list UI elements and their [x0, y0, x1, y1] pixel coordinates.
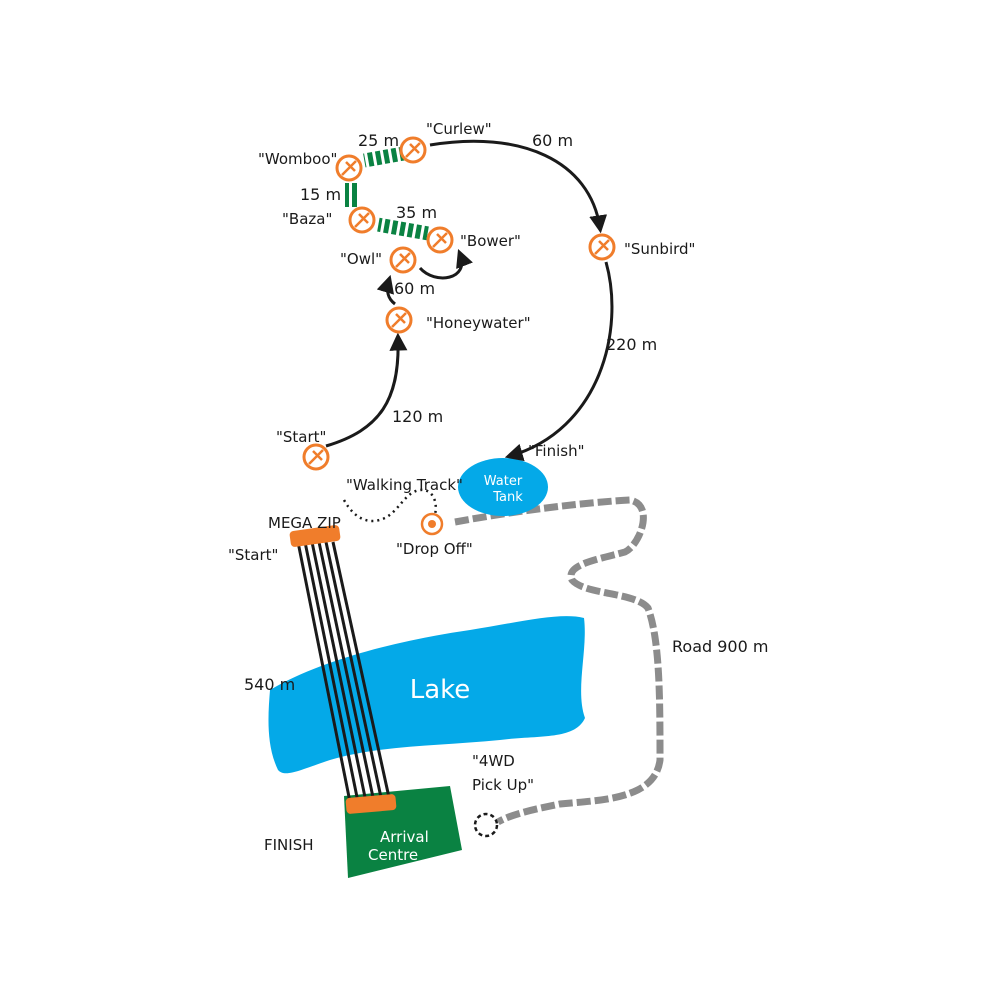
arrival-centre-label-1: Arrival: [380, 828, 429, 846]
platform-sunbird: [588, 233, 616, 261]
road: [454, 496, 664, 826]
platform-honeywater: [385, 306, 413, 334]
distance-15m: 15 m: [300, 185, 341, 204]
water-tank: [458, 458, 548, 516]
zip-sunbird-finish: [504, 261, 614, 462]
distance-540m: 540 m: [244, 675, 295, 694]
label-bower: "Bower": [460, 232, 521, 250]
drop-off-dot: [428, 520, 436, 528]
platform-baza: [348, 206, 376, 234]
label-honeywater: "Honeywater": [426, 314, 531, 332]
distance-220m: 220 m: [606, 335, 657, 354]
label-finish-quote: "Finish": [528, 442, 585, 460]
water-tank-label-2: Tank: [492, 490, 523, 505]
distance-35m: 35 m: [396, 203, 437, 222]
platform-bower: [426, 226, 454, 254]
zip-owl-bower: [418, 248, 473, 280]
walking-track: [342, 488, 437, 523]
label-mega-zip: MEGA ZIP: [268, 514, 341, 532]
label-finish: FINISH: [264, 836, 314, 854]
distance-60m-owl: 60 m: [394, 279, 435, 298]
bridge-baza-bower: [377, 217, 429, 241]
platform-curlew: [399, 136, 427, 164]
distance-120m: 120 m: [392, 407, 443, 426]
label-sunbird: "Sunbird": [624, 240, 695, 258]
road-distance-label: Road 900 m: [672, 637, 768, 656]
mega-zip-finish-platform: [345, 794, 397, 814]
lake-label: Lake: [410, 675, 471, 705]
label-pickup-2: Pick Up": [472, 776, 534, 794]
label-start: "Start": [276, 428, 326, 446]
label-baza: "Baza": [282, 210, 332, 228]
pickup-marker: [473, 812, 499, 838]
platform-owl: [389, 246, 417, 274]
label-owl: "Owl": [340, 250, 382, 268]
mega-zip-start-platform: [289, 525, 341, 547]
label-drop-off: "Drop Off": [396, 540, 473, 558]
platform-start: [302, 443, 330, 471]
distance-60m-top: 60 m: [532, 131, 573, 150]
distance-25m: 25 m: [358, 131, 399, 150]
label-walking-track: "Walking Track": [346, 476, 463, 494]
label-womboo: "Womboo": [258, 150, 337, 168]
zip-start-honeywater: [325, 332, 408, 448]
label-pickup-1: "4WD: [472, 752, 515, 770]
bridge-womboo-curlew: [363, 146, 405, 168]
zip-honeywater-owl: [376, 274, 396, 306]
arrival-centre-label-2: Centre: [368, 846, 418, 864]
mega-zip-cables: [296, 541, 392, 803]
zip-curlew-sunbird: [429, 139, 608, 234]
label-zip-start: "Start": [228, 546, 278, 564]
platform-womboo: [335, 154, 363, 182]
lake: [268, 616, 585, 774]
water-tank-label-1: Water: [484, 474, 523, 489]
label-curlew: "Curlew": [426, 120, 492, 138]
bridge-womboo-baza: [345, 183, 359, 207]
